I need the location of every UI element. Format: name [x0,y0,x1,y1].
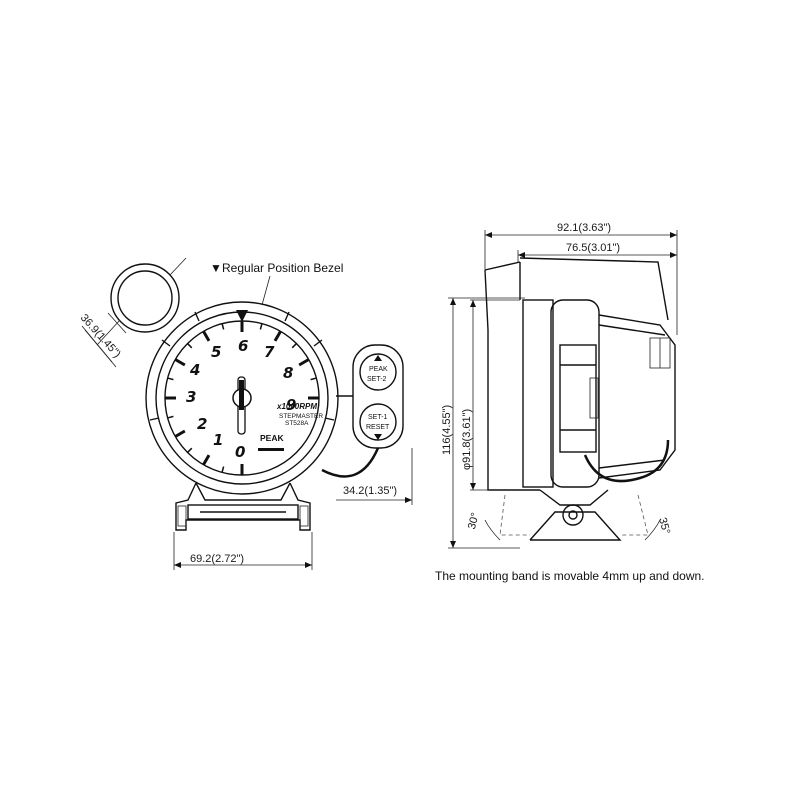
major-tick [174,429,186,438]
dial-number-7: 7 [264,343,275,361]
controller-offset-label: 34.2(1.35") [343,485,397,497]
dial-number-3: 3 [186,388,196,406]
minor-tick [221,466,225,473]
bezel-leader-line [261,275,271,306]
dial-number-4: 4 [189,361,200,379]
controller-unit: PEAK SET-2 SET-1 RESET [321,344,404,478]
overall-height-dimension: 116(4.55") [441,297,525,549]
peak-button-label: PEAK [369,366,388,373]
minor-tick [310,377,317,381]
minor-tick [259,323,263,330]
major-tick [298,358,310,367]
set1-button-label: SET-1 [368,414,388,421]
needle-center [239,380,244,410]
minor-tick [187,343,193,349]
reset-button-label: RESET [366,424,390,431]
major-tick [202,330,211,342]
front-gauge: 0 1 2 3 4 5 6 7 8 9 x1000RPM STEPMASTER … [145,301,339,495]
peak-set2-button [359,353,397,391]
dial-number-2: 2 [197,415,207,433]
major-tick [273,330,282,342]
peak-indicator [258,448,284,451]
side-cable [583,439,670,483]
body-depth-label: 76.5(3.01") [566,242,620,254]
side-view-gauge [484,257,676,491]
total-depth-dimension: 92.1(3.63") [484,222,678,335]
minor-tick [291,343,297,349]
outer-bezel [145,301,339,495]
minor-tick [167,415,174,419]
bezel-diameter-label: 36.9(1.45") [78,312,123,360]
face-diameter-dimension: φ91.8(3.61") [461,299,520,491]
angle-back-label: 30° [466,511,482,530]
minor-tick [167,377,174,381]
major-tick [174,358,186,367]
dial-ticks [165,321,319,475]
hood-outline [484,269,540,491]
body-depth-dimension: 76.5(3.01") [517,242,677,262]
brand-label: STEPMASTER [279,413,323,420]
angle-front-label: 35° [656,516,672,535]
set2-button-label: SET-2 [367,376,387,383]
bezel-ring-detail [110,263,180,333]
bezel-note: Regular Position Bezel [222,261,343,275]
dial-number-5: 5 [211,343,221,361]
overall-height-label: 116(4.55") [441,405,453,455]
stand-width-dimension: 69.2(2.72") [173,532,313,570]
controller-cable [321,447,380,478]
bezel-position-marker [236,310,248,322]
mount-note: The mounting band is movable 4mm up and … [435,569,705,583]
bezel-note-arrow: ▼ [210,261,222,275]
dial-number-0: 0 [235,443,245,461]
unit-label: x1000RPM [276,402,317,411]
peak-label: PEAK [260,433,284,443]
dial-number-9: 9 [286,396,296,414]
dial-number-1: 1 [213,431,223,449]
total-depth-label: 92.1(3.63") [557,222,611,234]
minor-tick [187,447,193,453]
major-tick [202,454,211,466]
dial-number-8: 8 [283,364,293,382]
dial-number-6: 6 [238,337,248,355]
front-stand [175,482,311,531]
stand-width-label: 69.2(2.72") [190,553,244,565]
gauge-body [598,314,676,479]
face-ring [522,299,554,488]
face-diameter-label: φ91.8(3.61") [461,409,473,470]
model-label: ST528A [285,420,309,427]
minor-tick [221,323,225,330]
side-mount: 30° 35° [466,489,672,541]
controller-offset-dimension: 34.2(1.35") [336,448,413,505]
mount-bolt [562,504,584,526]
